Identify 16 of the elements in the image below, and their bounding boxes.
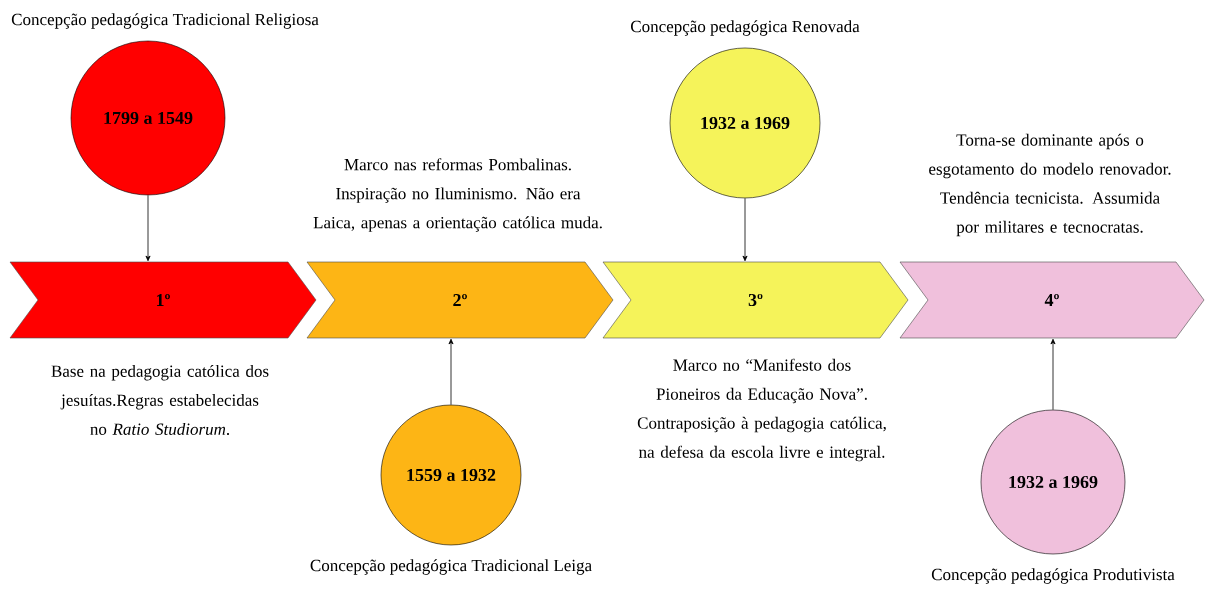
concept-title: Concepção pedagógica Tradicional Leiga [310, 559, 592, 575]
arrow [742, 197, 748, 262]
chevron-step: 1º [9, 261, 317, 339]
concept-title: Concepção pedagógica Renovada [631, 20, 860, 36]
arrow [145, 194, 151, 262]
arrow [1050, 338, 1056, 411]
concept-title: Concepção pedagógica Tradicional Religiosa [11, 13, 319, 29]
description-text: Marco nas reformas Pombalinas. Inspiração no Iluminismo. Não era Laica, apenas a orientação católica muda. [313, 158, 602, 232]
chevron-step: 2º [306, 261, 614, 339]
description-text: Torna-se dominante após o esgotamento do modelo renovador. Tendência tecnicista. Assumida por militares e tecnocratas. [929, 133, 1171, 237]
description-text: Base na pedagogia católica dos jesuítas.Regras estabelecidas no Ratio Studiorum. [51, 364, 269, 435]
chevron-step: 4º [899, 261, 1205, 339]
arrow [448, 338, 454, 406]
concept-title: Concepção pedagógica Produtivista [931, 568, 1175, 584]
chevron-step: 3º [602, 261, 909, 339]
description-text: Marco no “Manifesto dos Pioneiros da Educação Nova”. Contraposição à pedagogia católica, na defesa da escola livre e integral. [637, 358, 886, 462]
